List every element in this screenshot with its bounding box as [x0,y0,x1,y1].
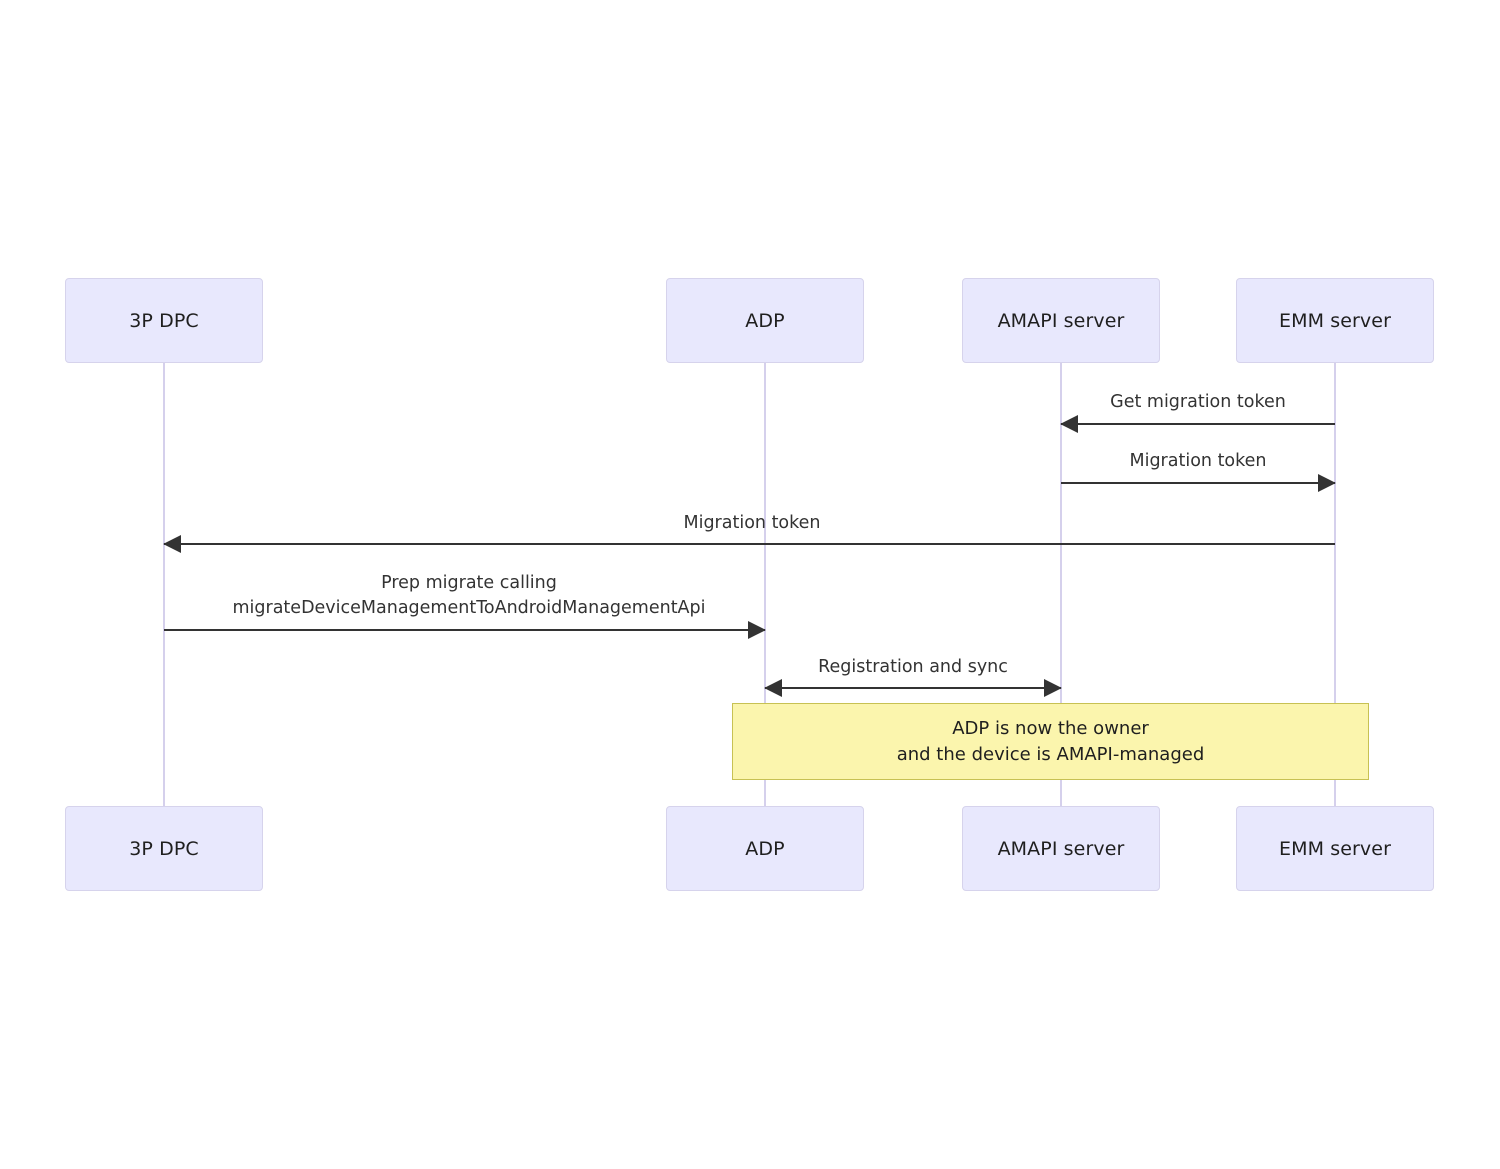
note-n1: ADP is now the owner and the device is AM… [732,703,1369,780]
participant-emm-bottom[interactable]: EMM server [1236,806,1434,891]
participant-amapi-bottom[interactable]: AMAPI server [962,806,1160,891]
participant-amapi-top[interactable]: AMAPI server [962,278,1160,363]
participant-adp-top[interactable]: ADP [666,278,864,363]
participant-emm-top[interactable]: EMM server [1236,278,1434,363]
message-label-m2: Migration token [1129,449,1266,474]
participant-label: 3P DPC [129,837,199,860]
message-label-m4: Prep migrate calling migrateDeviceManagem… [233,571,706,621]
arrows-group [163,415,1336,697]
participant-label: EMM server [1279,309,1391,332]
message-label-line: migrateDeviceManagementToAndroidManageme… [232,598,706,618]
note-line: and the device is AMAPI-managed [896,743,1205,765]
message-label-m5: Registration and sync [818,655,1008,680]
message-label-line: Migration token [1129,451,1267,471]
participant-label: EMM server [1279,837,1391,860]
message-label-m1: Get migration token [1110,390,1286,415]
participant-label: AMAPI server [997,309,1125,332]
participant-label: ADP [745,309,785,332]
message-label-line: Prep migrate calling [381,573,557,593]
participant-adp-bottom[interactable]: ADP [666,806,864,891]
message-label-line: Get migration token [1110,392,1286,412]
participant-dpc-top[interactable]: 3P DPC [65,278,263,363]
participant-label: ADP [745,837,785,860]
message-label-m3: Migration token [683,511,820,536]
message-label-line: Migration token [683,513,821,533]
note-line: ADP is now the owner [952,717,1149,739]
participant-label: AMAPI server [997,837,1125,860]
participant-dpc-bottom[interactable]: 3P DPC [65,806,263,891]
message-label-line: Registration and sync [818,657,1008,677]
participant-label: 3P DPC [129,309,199,332]
